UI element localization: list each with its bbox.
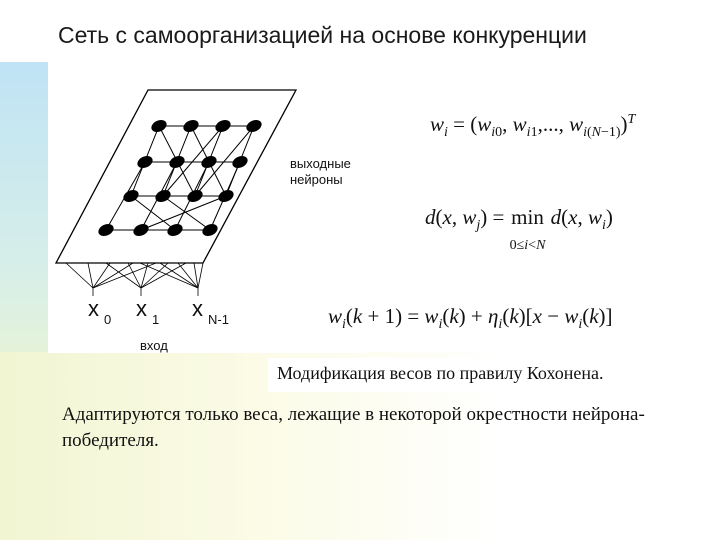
neuron (137, 155, 153, 169)
input-label: вход (140, 338, 168, 353)
neuron (151, 119, 167, 133)
neuron (187, 189, 203, 203)
neuron (218, 189, 234, 203)
neuron (123, 189, 139, 203)
input-x0-sub: 0 (104, 312, 111, 327)
neuron-grid (98, 119, 262, 237)
slide-title: Сеть с самоорганизацией на основе конкур… (58, 22, 587, 48)
input-x0-label: x (88, 296, 99, 321)
neuron (133, 223, 149, 237)
neighbourhood-note: Адаптируются только веса, лежащие в неко… (62, 404, 645, 451)
neuron (98, 223, 114, 237)
neuron (201, 155, 217, 169)
network-svg: выходные нейроны x 0 x 1 x N-1 вход (54, 89, 351, 353)
formula-weights-vector: wi = (wi0, wi1,..., wi(N−1))T (430, 112, 636, 141)
output-neurons-label-1: выходные (290, 156, 351, 171)
neuron (167, 223, 183, 237)
input-xn-label: x (192, 296, 203, 321)
formula-kohonen-update: wi(k + 1) = wi(k) + ηi(k)[x − wi(k)] (328, 304, 613, 333)
neuron (202, 223, 218, 237)
input-connections (65, 262, 204, 296)
input-x1-label: x (136, 296, 147, 321)
neuron (215, 119, 231, 133)
input-x1-sub: 1 (152, 312, 159, 327)
neuron (246, 119, 262, 133)
neuron (155, 189, 171, 203)
input-xn-sub: N-1 (208, 312, 229, 327)
neuron (183, 119, 199, 133)
neuron (169, 155, 185, 169)
output-neurons-label-2: нейроны (290, 172, 343, 187)
neuron (232, 155, 248, 169)
output-plane (54, 89, 298, 264)
som-network-diagram: выходные нейроны x 0 x 1 x N-1 вход (48, 78, 368, 353)
kohonen-caption: Модификация весов по правилу Кохонена. (268, 358, 708, 392)
